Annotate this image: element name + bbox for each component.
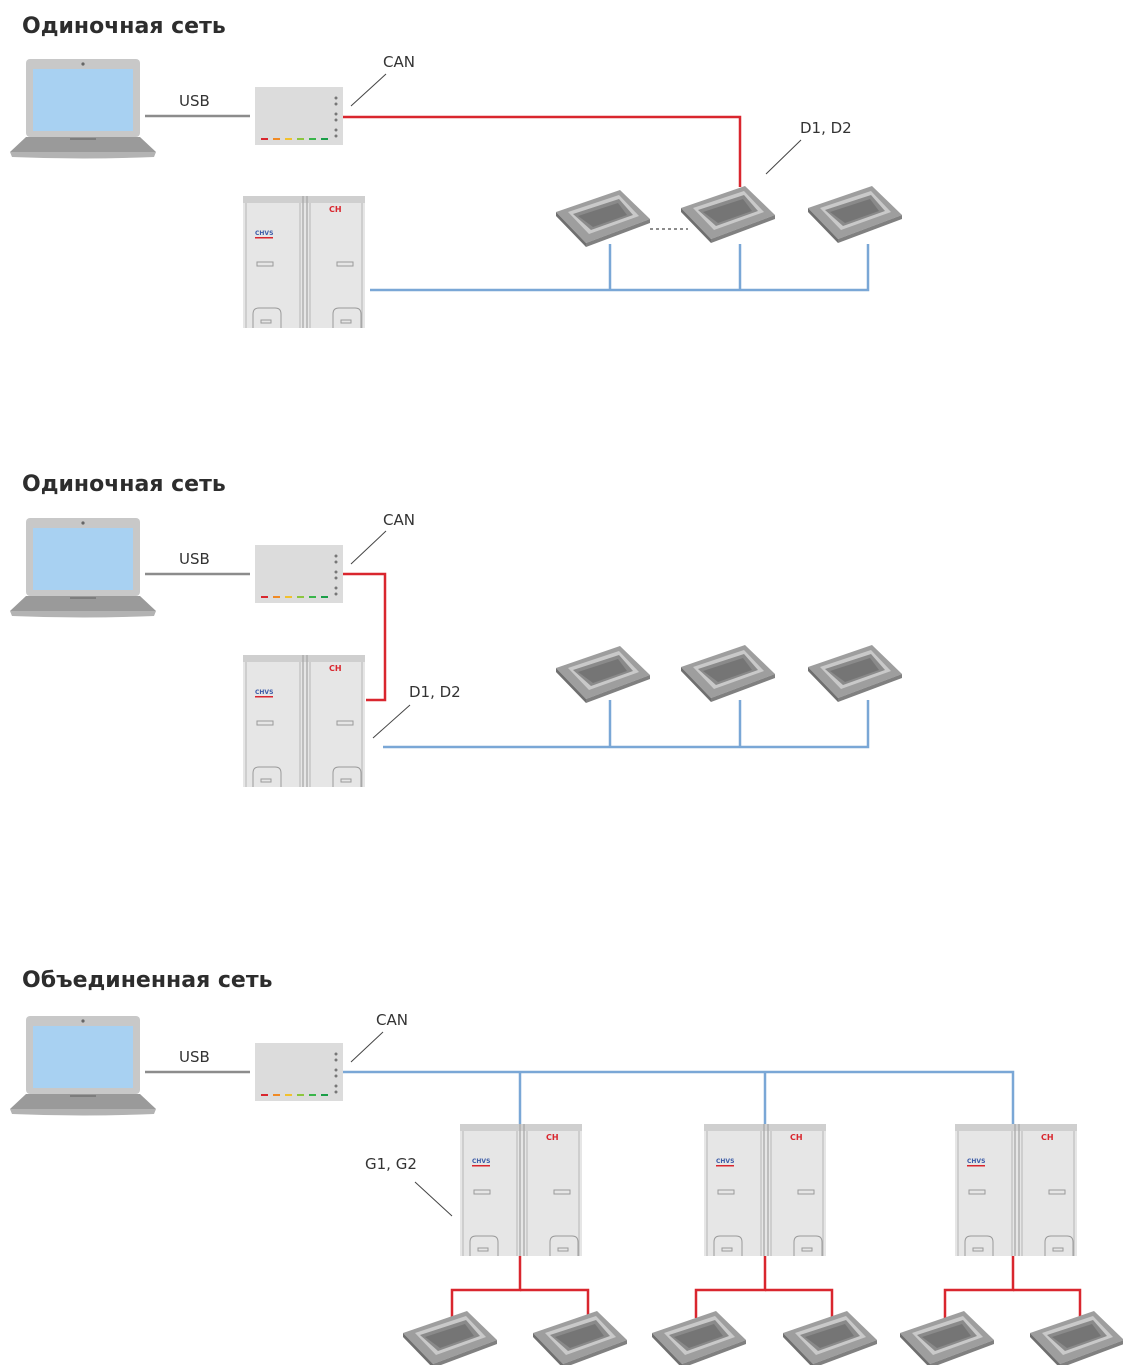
can-label: CAN (376, 1011, 408, 1029)
can-branch-2a (694, 1256, 767, 1318)
section-2-diagram: USB CAN D1, D2 (10, 511, 902, 788)
g1g2-leader (414, 1181, 453, 1217)
d1d2-leader (372, 704, 411, 739)
indoor-unit-6 (1030, 1311, 1123, 1365)
indoor-unit-1 (556, 190, 650, 247)
can-bus-line (343, 115, 742, 187)
outdoor-unit (242, 654, 366, 788)
indoor-unit-3 (808, 645, 902, 702)
can-leader (350, 530, 387, 565)
d1d2-leader (765, 139, 802, 175)
can-branch-3b (1013, 1288, 1082, 1318)
can-branch-1b (520, 1288, 590, 1318)
can-branch-2b (765, 1288, 834, 1318)
outdoor-unit-3 (954, 1123, 1078, 1257)
indoor-unit-2 (681, 186, 775, 243)
gateway-device (255, 1043, 343, 1101)
outdoor-unit-2 (703, 1123, 827, 1257)
section-3-title: Объединенная сеть (22, 968, 273, 993)
indoor-unit-1 (556, 646, 650, 703)
outdoor-unit (242, 195, 366, 329)
indoor-unit-5 (900, 1311, 994, 1365)
gateway-device (255, 545, 343, 603)
can-leader (350, 1031, 384, 1063)
gateway-device (255, 87, 343, 145)
can-leader (350, 73, 387, 107)
g1g2-label: G1, G2 (365, 1155, 417, 1173)
indoor-unit-2 (533, 1311, 627, 1365)
d-network-line (370, 244, 870, 292)
d-network-line (383, 700, 870, 749)
section-1-diagram: USB CAN D1, D2 (10, 53, 902, 329)
g-network-line (343, 1070, 1015, 1124)
indoor-unit-3 (808, 186, 902, 243)
indoor-unit-1 (403, 1311, 497, 1365)
can-branch-1a (450, 1256, 522, 1318)
usb-label: USB (179, 550, 210, 568)
usb-label: USB (179, 92, 210, 110)
can-bus-line (343, 572, 387, 702)
indoor-unit-4 (783, 1311, 877, 1365)
section-2-title: Одиночная сеть (22, 472, 226, 497)
can-label: CAN (383, 511, 415, 529)
section-3-diagram: USB CAN G1, G2 (10, 1011, 1123, 1365)
laptop-icon (10, 59, 156, 159)
outdoor-unit-1 (459, 1123, 583, 1257)
laptop-icon (10, 1016, 156, 1116)
usb-label: USB (179, 1048, 210, 1066)
section-1-title: Одиночная сеть (22, 14, 226, 39)
can-branch-3a (943, 1256, 1015, 1318)
indoor-unit-2 (681, 645, 775, 702)
indoor-unit-3 (652, 1311, 746, 1365)
can-label: CAN (383, 53, 415, 71)
d1d2-label: D1, D2 (409, 683, 461, 701)
d1d2-label: D1, D2 (800, 119, 852, 137)
laptop-icon (10, 518, 156, 618)
